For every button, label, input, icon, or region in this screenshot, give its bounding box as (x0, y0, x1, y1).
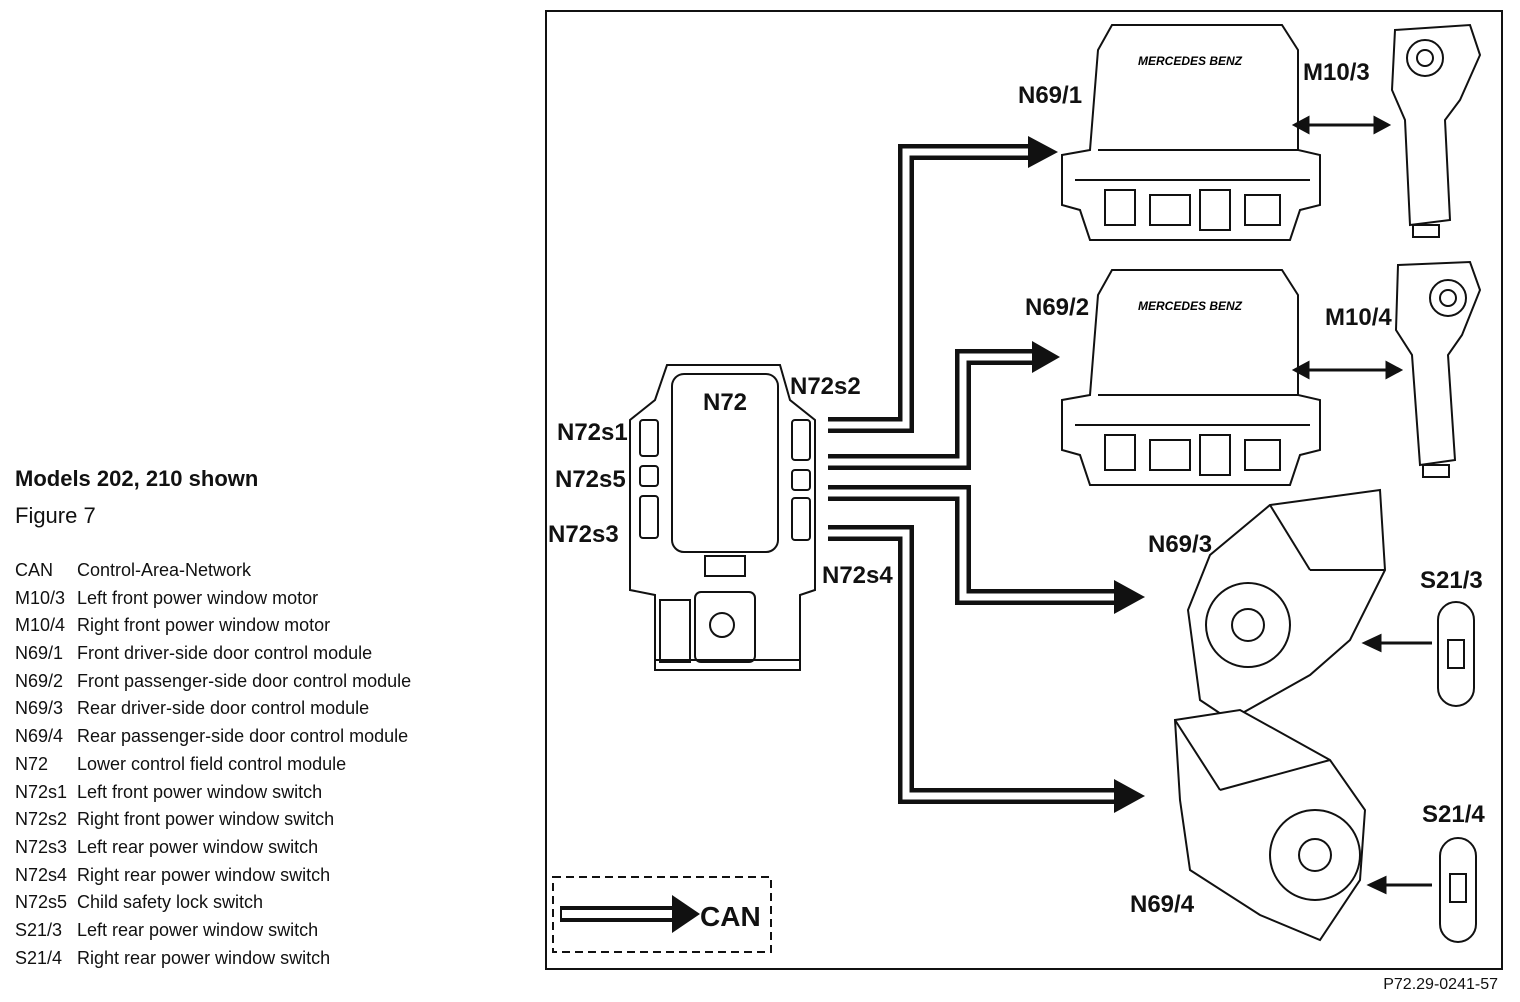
legend-description: Right rear power window switch (77, 864, 331, 885)
legend-description: Left rear power window switch (77, 836, 319, 857)
label-n72s4: N72s4 (822, 562, 893, 589)
diagram-frame (545, 10, 1503, 970)
label-n72s1: N72s1 (557, 419, 628, 446)
n69-3-rear-door-module (1186, 488, 1387, 722)
legend-code: N72s1 (15, 781, 68, 802)
label-n69-4: N69/4 (1130, 891, 1195, 918)
connection-arrows (1291, 115, 1432, 895)
label-n69-2: N69/2 (1025, 294, 1089, 321)
can-bus-lines (828, 144, 1114, 804)
legend-description: Control-Area-Network (77, 560, 252, 580)
legend-item: CAN Control-Area-Network (15, 557, 411, 585)
legend-description: Rear passenger-side door control module (77, 726, 409, 747)
module-brand-text: MERCEDES BENZ (1138, 54, 1243, 68)
legend-description: Child safety lock switch (77, 892, 264, 913)
n69-1-door-module (1061, 24, 1321, 241)
label-n72: N72 (703, 389, 747, 416)
legend-item: M10/4 Right front power window motor (15, 612, 411, 640)
legend-code: CAN (15, 560, 54, 580)
legend-description: Left front power window motor (77, 587, 319, 608)
m10-3-window-motor (1390, 23, 1482, 238)
n72-control-module (629, 364, 816, 671)
legend-description: Front driver-side door control module (77, 643, 373, 664)
legend-code: N69/3 (15, 698, 64, 719)
legend-code: N72s4 (15, 864, 68, 885)
legend-code: N72s5 (15, 892, 68, 913)
label-n69-1: N69/1 (1018, 82, 1082, 109)
figure-code: P72.29-0241-57 (1383, 976, 1498, 993)
legend-code: N69/1 (15, 643, 64, 664)
legend-description: Left rear power window switch (77, 919, 319, 940)
arrow-to-n69-3 (1114, 580, 1145, 614)
n69-4-rear-door-module (1173, 708, 1367, 942)
legend-item: N69/1 Front driver-side door control modu… (15, 640, 411, 668)
can-arrowheads (1028, 136, 1145, 813)
m10-4-window-motor (1394, 260, 1482, 478)
legend-description: Front passenger-side door control module (77, 670, 412, 691)
legend-code: M10/3 (15, 587, 66, 608)
legend-item: N72s2 Right front power window switch (15, 806, 411, 834)
label-n72s3: N72s3 (548, 521, 619, 548)
n69-2-door-module (1061, 269, 1321, 486)
legend-item: S21/3 Left rear power window switch (15, 917, 411, 945)
can-key-arrow (560, 895, 700, 933)
legend-item: N69/4 Rear passenger-side door control mo… (15, 723, 411, 751)
legend-code: S21/4 (15, 947, 63, 968)
legend-description: Right rear power window switch (77, 947, 331, 968)
label-n72s2: N72s2 (790, 373, 861, 400)
legend-item: N72 Lower control field control module (15, 751, 411, 779)
legend-code: N72 (15, 753, 49, 774)
arrow-to-n69-1 (1028, 136, 1058, 168)
legend-description: Left front power window switch (77, 781, 323, 802)
legend-code: N69/2 (15, 670, 64, 691)
module-brand-text: MERCEDES BENZ (1138, 299, 1243, 313)
legend-code: N72s2 (15, 809, 68, 830)
label-m10-4: M10/4 (1325, 304, 1392, 331)
legend-description: Rear driver-side door control module (77, 698, 370, 719)
legend-code: N69/4 (15, 726, 64, 747)
s21-3-switch (1437, 601, 1475, 707)
legend-item: N72s3 Left rear power window switch (15, 834, 411, 862)
legend-code: M10/4 (15, 615, 66, 636)
label-s21-4: S21/4 (1422, 801, 1485, 828)
legend-description: Lower control field control module (77, 753, 347, 774)
label-n72s5: N72s5 (555, 466, 626, 493)
arrow-to-n69-4 (1114, 779, 1145, 813)
caption-title: Models 202, 210 shown (15, 466, 259, 491)
s21-4-switch (1439, 837, 1477, 943)
legend-code: N72s3 (15, 836, 68, 857)
can-bus-lines-inner (828, 148, 1116, 800)
legend-item: N69/3 Rear driver-side door control modul… (15, 695, 411, 723)
legend-item: N72s1 Left front power window switch (15, 779, 411, 807)
legend-item: N72s5 Child safety lock switch (15, 889, 411, 917)
legend-item: N69/2 Front passenger-side door control m… (15, 668, 411, 696)
can-key-label: CAN (700, 901, 761, 932)
legend-item: S21/4 Right rear power window switch (15, 945, 411, 973)
label-n69-3: N69/3 (1148, 531, 1212, 558)
legend-code: S21/3 (15, 919, 63, 940)
legend-item: N72s4 Right rear power window switch (15, 862, 411, 890)
legend-description: Right front power window switch (77, 809, 335, 830)
label-m10-3: M10/3 (1303, 59, 1370, 86)
legend-description: Right front power window motor (77, 615, 331, 636)
can-key-box (552, 876, 772, 953)
label-s21-3: S21/3 (1420, 567, 1483, 594)
arrow-to-n69-2 (1032, 341, 1060, 373)
caption-figure-number: Figure 7 (15, 503, 96, 528)
legend-item: M10/3 Left front power window motor (15, 585, 411, 613)
